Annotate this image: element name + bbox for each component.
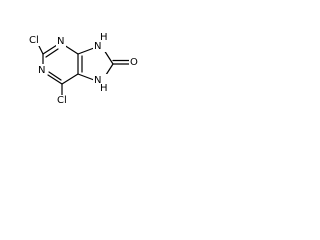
bond-c5-c6 bbox=[61, 73, 79, 85]
atom-cl-6: Cl bbox=[57, 95, 67, 106]
bond-n3-c4 bbox=[63, 44, 79, 55]
atom-labels: Cl N N Cl H N N H O bbox=[28, 32, 139, 106]
atom-n-1: N bbox=[38, 65, 45, 76]
bond-c4-n9 bbox=[77, 47, 95, 55]
atom-h-7: H bbox=[100, 83, 108, 94]
atom-n-3: N bbox=[57, 36, 64, 47]
bond-c6-n1 bbox=[47, 74, 63, 85]
bond-c6-n1-double bbox=[48, 71, 62, 81]
atom-o-8: O bbox=[130, 57, 138, 68]
purinone-structure: Cl N N Cl H N N H O bbox=[28, 32, 139, 106]
bond-n9-c8 bbox=[103, 49, 114, 65]
bond-n7-c5 bbox=[77, 73, 95, 81]
atom-n-9: N bbox=[94, 41, 101, 52]
bond-c2-n3-double bbox=[45, 48, 59, 58]
atom-n-7: N bbox=[94, 75, 101, 86]
bond-c2-n3 bbox=[42, 44, 58, 55]
atom-cl-2: Cl bbox=[29, 35, 39, 46]
atom-h-9: H bbox=[100, 32, 108, 43]
bonds bbox=[37, 43, 131, 99]
